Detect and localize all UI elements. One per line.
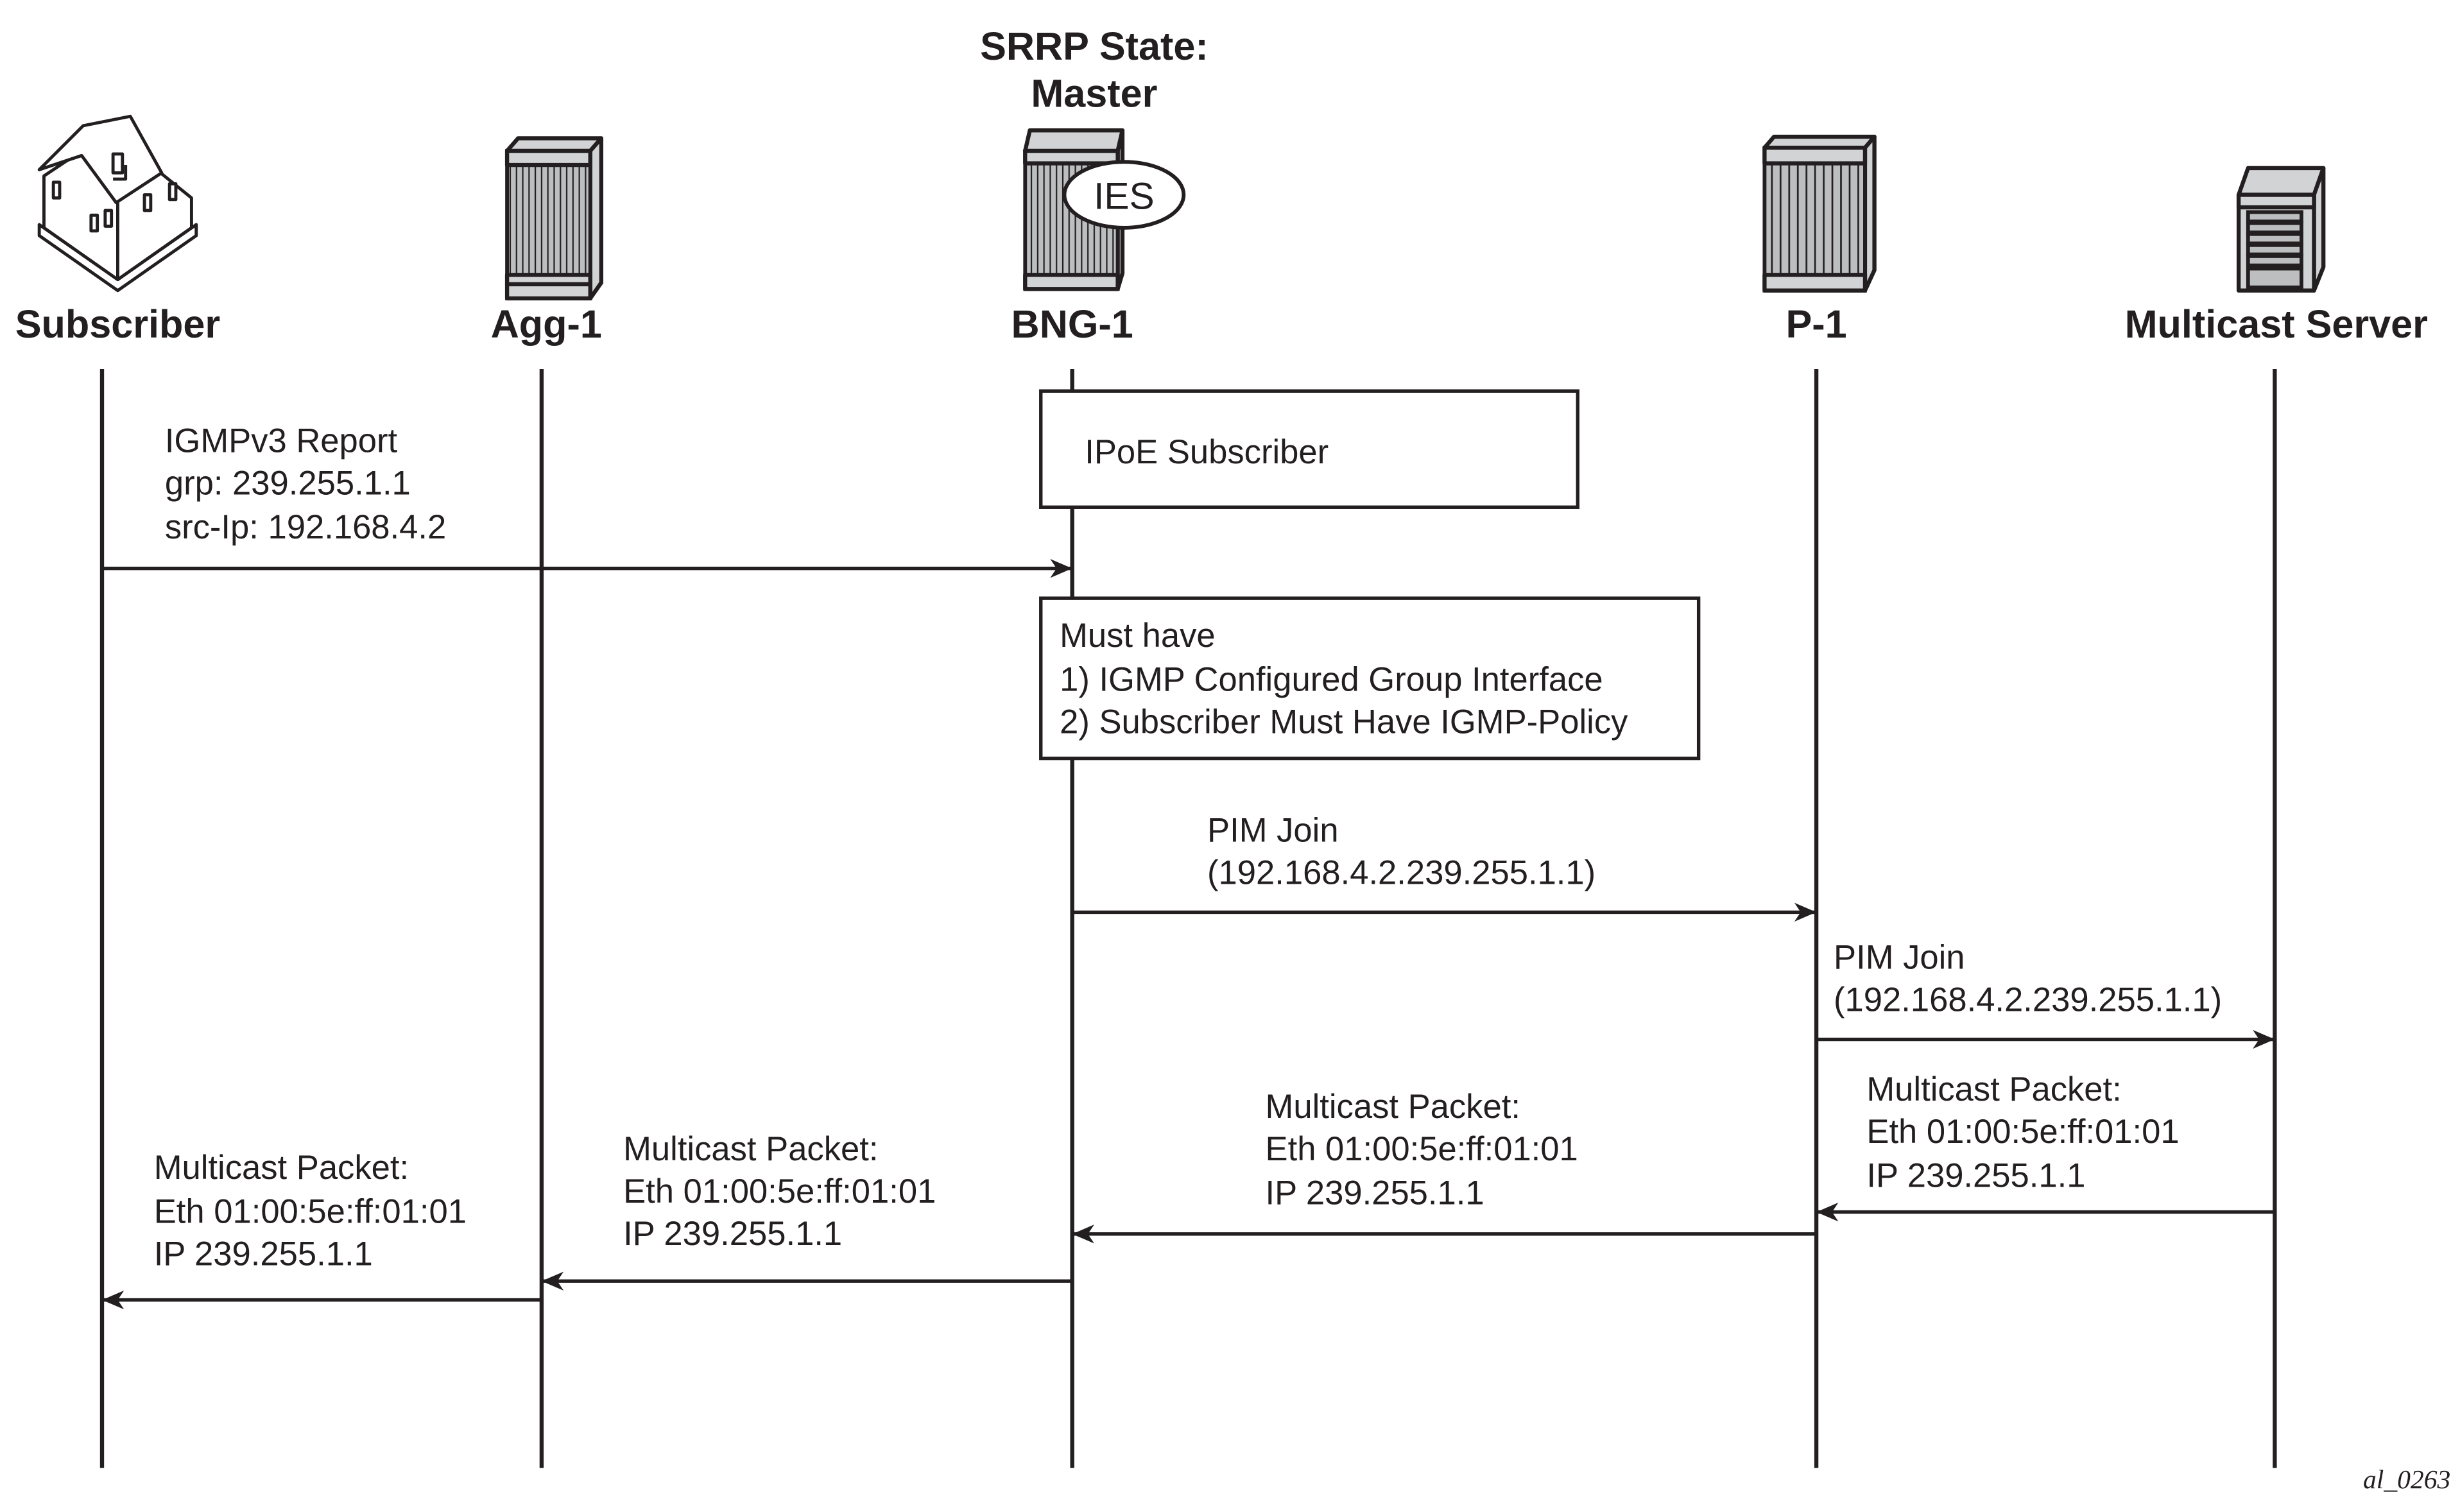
message-label: (192.168.4.2.239.255.1.1) [1207, 854, 1596, 891]
participant-label-bng-1: BNG-1 [1011, 302, 1133, 346]
note-must-have-line: Must have [1060, 617, 1216, 655]
message-label: IP 239.255.1.1 [1266, 1174, 1484, 1212]
message-multicast-agg-to-subscriber: Multicast Packet: Eth 01:00:5e:ff:01:01 … [101, 1149, 542, 1310]
note-must-have: Must have 1) IGMP Configured Group Inter… [1039, 596, 1701, 760]
server-icon [2236, 166, 2326, 293]
message-label: Eth 01:00:5e:ff:01:01 [1866, 1113, 2179, 1151]
message-label: IP 239.255.1.1 [154, 1235, 373, 1273]
message-label: grp: 239.255.1.1 [165, 465, 411, 503]
message-multicast-server-to-p1: Multicast Packet: Eth 01:00:5e:ff:01:01 … [1816, 1070, 2275, 1222]
message-pim-join-bng-to-p1: PIM Join (192.168.4.2.239.255.1.1) [1072, 811, 1817, 922]
figure-id: al_0263 [2363, 1465, 2450, 1494]
message-label: PIM Join [1834, 938, 1965, 976]
house-icon [37, 114, 198, 293]
message-label: Multicast Packet: [154, 1149, 409, 1187]
message-label: Eth 01:00:5e:ff:01:01 [154, 1193, 467, 1231]
message-label: Multicast Packet: [623, 1130, 878, 1168]
router-chassis-icon [504, 136, 604, 301]
message-label: (192.168.4.2.239.255.1.1) [1834, 981, 2222, 1018]
message-pim-join-p1-to-server: PIM Join (192.168.4.2.239.255.1.1) [1816, 938, 2275, 1049]
message-multicast-p1-to-bng: Multicast Packet: Eth 01:00:5e:ff:01:01 … [1072, 1088, 1817, 1244]
note-must-have-line: 2) Subscriber Must Have IGMP-Policy [1060, 703, 1628, 741]
ies-label: IES [1094, 176, 1155, 218]
router-chassis-icon [1762, 134, 1877, 293]
srrp-state-label: SRRP State: [980, 24, 1208, 68]
message-label: Eth 01:00:5e:ff:01:01 [1266, 1130, 1578, 1168]
message-igmpv3-report: IGMPv3 Report grp: 239.255.1.1 src-Ip: 1… [101, 422, 1072, 578]
message-label: Multicast Packet: [1866, 1070, 2121, 1108]
participant-label-multicast-server: Multicast Server [2125, 302, 2428, 346]
ies-badge: IES [1062, 160, 1186, 230]
note-ipoe-text: IPoE Subscriber [1085, 433, 1329, 471]
message-label: Eth 01:00:5e:ff:01:01 [623, 1173, 936, 1210]
message-label: src-Ip: 192.168.4.2 [165, 508, 446, 546]
message-multicast-bng-to-agg: Multicast Packet: Eth 01:00:5e:ff:01:01 … [541, 1130, 1072, 1291]
note-must-have-line: 1) IGMP Configured Group Interface [1060, 660, 1603, 698]
participant-label-agg-1: Agg-1 [491, 302, 602, 346]
message-label: IP 239.255.1.1 [1866, 1156, 2085, 1194]
participant-label-p-1: P-1 [1786, 302, 1847, 346]
message-label: PIM Join [1207, 811, 1339, 849]
srrp-state-value: Master [1031, 72, 1157, 116]
note-ipoe-subscriber: IPoE Subscriber [1039, 389, 1579, 509]
message-label: IGMPv3 Report [165, 422, 398, 460]
message-label: IP 239.255.1.1 [623, 1215, 842, 1253]
participant-label-subscriber: Subscriber [15, 302, 220, 346]
message-label: Multicast Packet: [1266, 1088, 1520, 1126]
